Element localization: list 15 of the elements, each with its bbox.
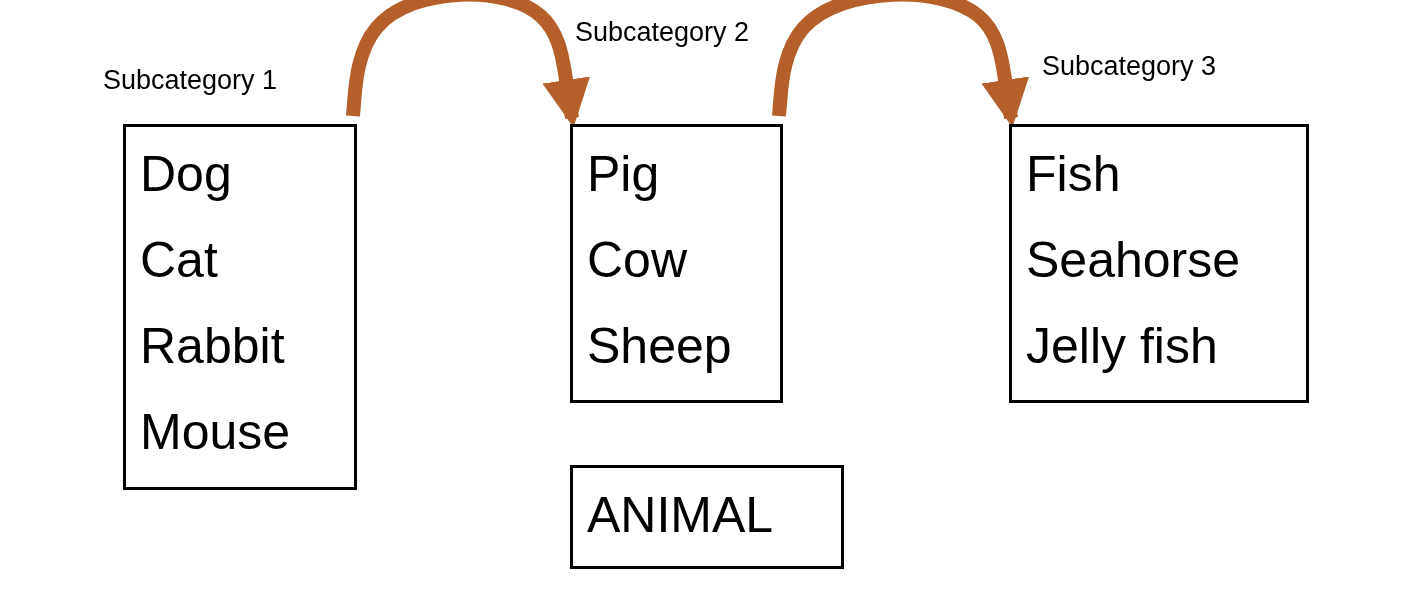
animal-name: Jelly fish: [1026, 317, 1219, 376]
animal-name: Dog: [140, 145, 233, 204]
animal-name: Sheep: [587, 317, 733, 376]
animal-name: Pig: [587, 145, 661, 204]
subcategory-heading: Subcategory 3: [1042, 51, 1217, 82]
category-title: ANIMAL: [587, 486, 775, 545]
animal-name: Seahorse: [1026, 231, 1242, 290]
animal-name: Cow: [587, 231, 689, 290]
subcategory-heading: Subcategory 1: [103, 65, 278, 96]
animal-name: Mouse: [140, 403, 292, 462]
subcategory-heading: Subcategory 2: [575, 17, 750, 48]
animal-name: Rabbit: [140, 317, 286, 376]
animal-name: Fish: [1026, 145, 1122, 204]
category-box: [570, 465, 844, 569]
animal-name: Cat: [140, 231, 219, 290]
